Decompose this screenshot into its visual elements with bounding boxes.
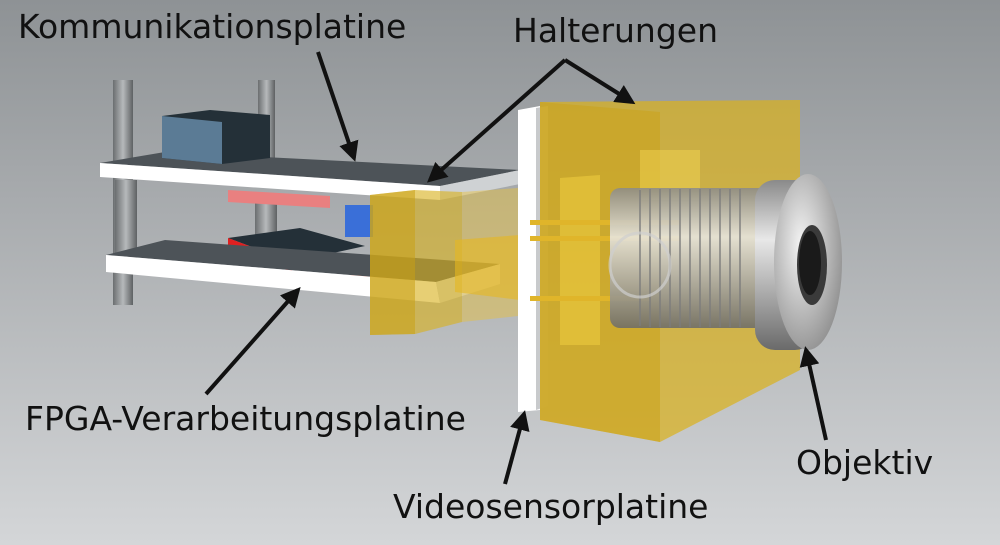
label-mounts: Halterungen: [513, 11, 719, 50]
left-mount: [370, 188, 545, 335]
arrow-lens: [799, 346, 828, 441]
arrow-mounts-left: [427, 58, 567, 183]
label-video-sensor-board: Videosensorplatine: [393, 487, 709, 526]
arrow-mounts-right: [563, 58, 636, 105]
label-fpga-board: FPGA-Verarbeitungsplatine: [25, 399, 466, 438]
lens-assembly: [608, 174, 842, 350]
arrow-video-sensor-board: [503, 410, 530, 485]
label-communication-board: Kommunikationsplatine: [18, 7, 407, 46]
support-rods: [113, 80, 277, 305]
arrow-fpga-board: [204, 287, 301, 396]
pointer-arrows: [204, 51, 828, 485]
label-lens: Objektiv: [796, 443, 934, 482]
arrow-communication-board: [316, 51, 359, 162]
